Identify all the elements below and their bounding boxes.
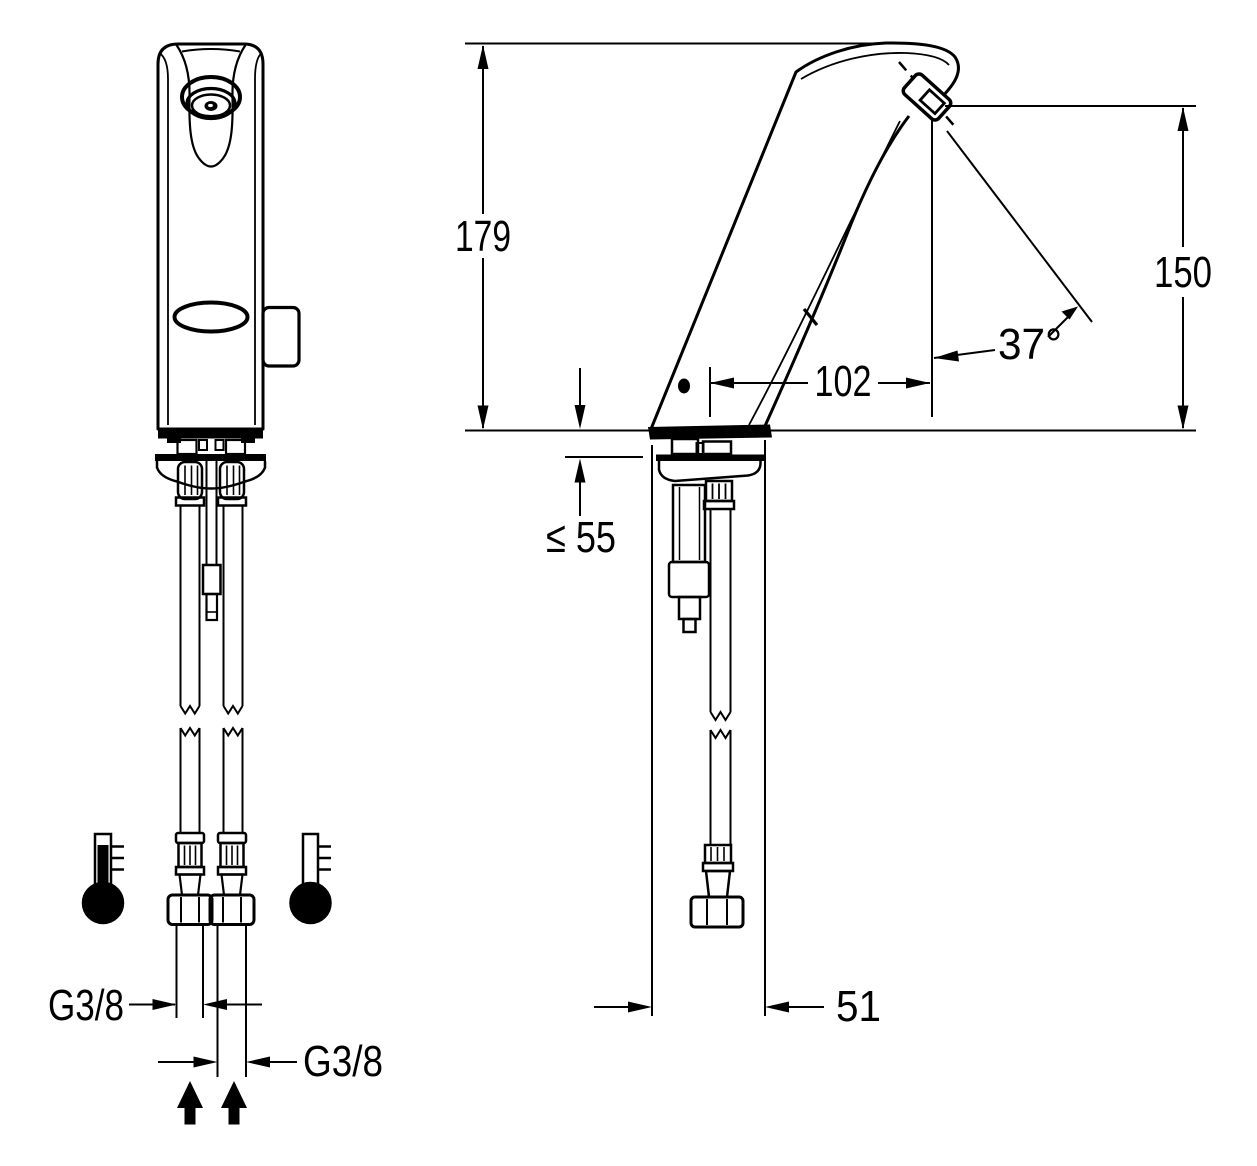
sensor-window <box>172 300 250 334</box>
dimension-hot-thread: G3/8 <box>48 981 262 1030</box>
dimension-total-height: 179 <box>455 45 511 430</box>
front-shoulder-right <box>210 44 247 168</box>
side-view: 179 150 102 37° <box>455 41 1212 1031</box>
side-cartridge <box>667 483 711 634</box>
dimension-deck-thickness: ≤ 55 <box>546 368 616 562</box>
thread-extension-lines <box>175 924 247 1077</box>
thermometer-cold-icon <box>289 832 332 925</box>
dimension-base-depth: 51 <box>594 982 881 1031</box>
dimension-cold-thread: G3/8 <box>158 1037 383 1086</box>
front-base <box>155 429 267 490</box>
dimension-reach: 102 <box>710 357 930 406</box>
total-height-label: 179 <box>455 212 511 261</box>
sensor-dot <box>678 378 690 394</box>
front-valves <box>174 460 248 507</box>
aerator-front-icon <box>180 75 242 121</box>
front-shoulder-left <box>175 44 212 168</box>
spray-direction-line <box>946 130 1093 323</box>
front-inner-contour-left <box>158 52 169 425</box>
front-body-outline <box>156 42 265 431</box>
front-hoses <box>179 506 244 833</box>
supply-inlet-arrow-up-hot <box>177 1081 203 1125</box>
base-depth-label: 51 <box>836 982 881 1031</box>
front-top-rim <box>181 48 241 53</box>
dimension-outlet-height: 150 <box>1154 107 1212 430</box>
reach-label: 102 <box>815 357 872 406</box>
side-body <box>649 41 960 430</box>
front-hose-fittings <box>166 831 256 926</box>
aerator-side-icon <box>901 72 953 122</box>
cold-thread-label: G3/8 <box>303 1037 383 1086</box>
hot-thread-label: G3/8 <box>48 981 124 1030</box>
outlet-height-label: 150 <box>1154 248 1212 297</box>
dimension-spray-angle: 37° <box>933 306 1078 369</box>
front-inner-contour-right <box>254 52 263 425</box>
thermometer-hot-icon <box>81 832 125 925</box>
side-base <box>648 424 772 483</box>
front-view: G3/8 G3/8 <box>48 42 383 1125</box>
deck-thickness-label: ≤ 55 <box>546 513 616 562</box>
side-control-box <box>261 305 301 368</box>
front-fixing-rod <box>201 461 222 622</box>
spray-angle-label: 37° <box>998 320 1062 369</box>
supply-inlet-arrow-up-cold <box>221 1081 247 1125</box>
